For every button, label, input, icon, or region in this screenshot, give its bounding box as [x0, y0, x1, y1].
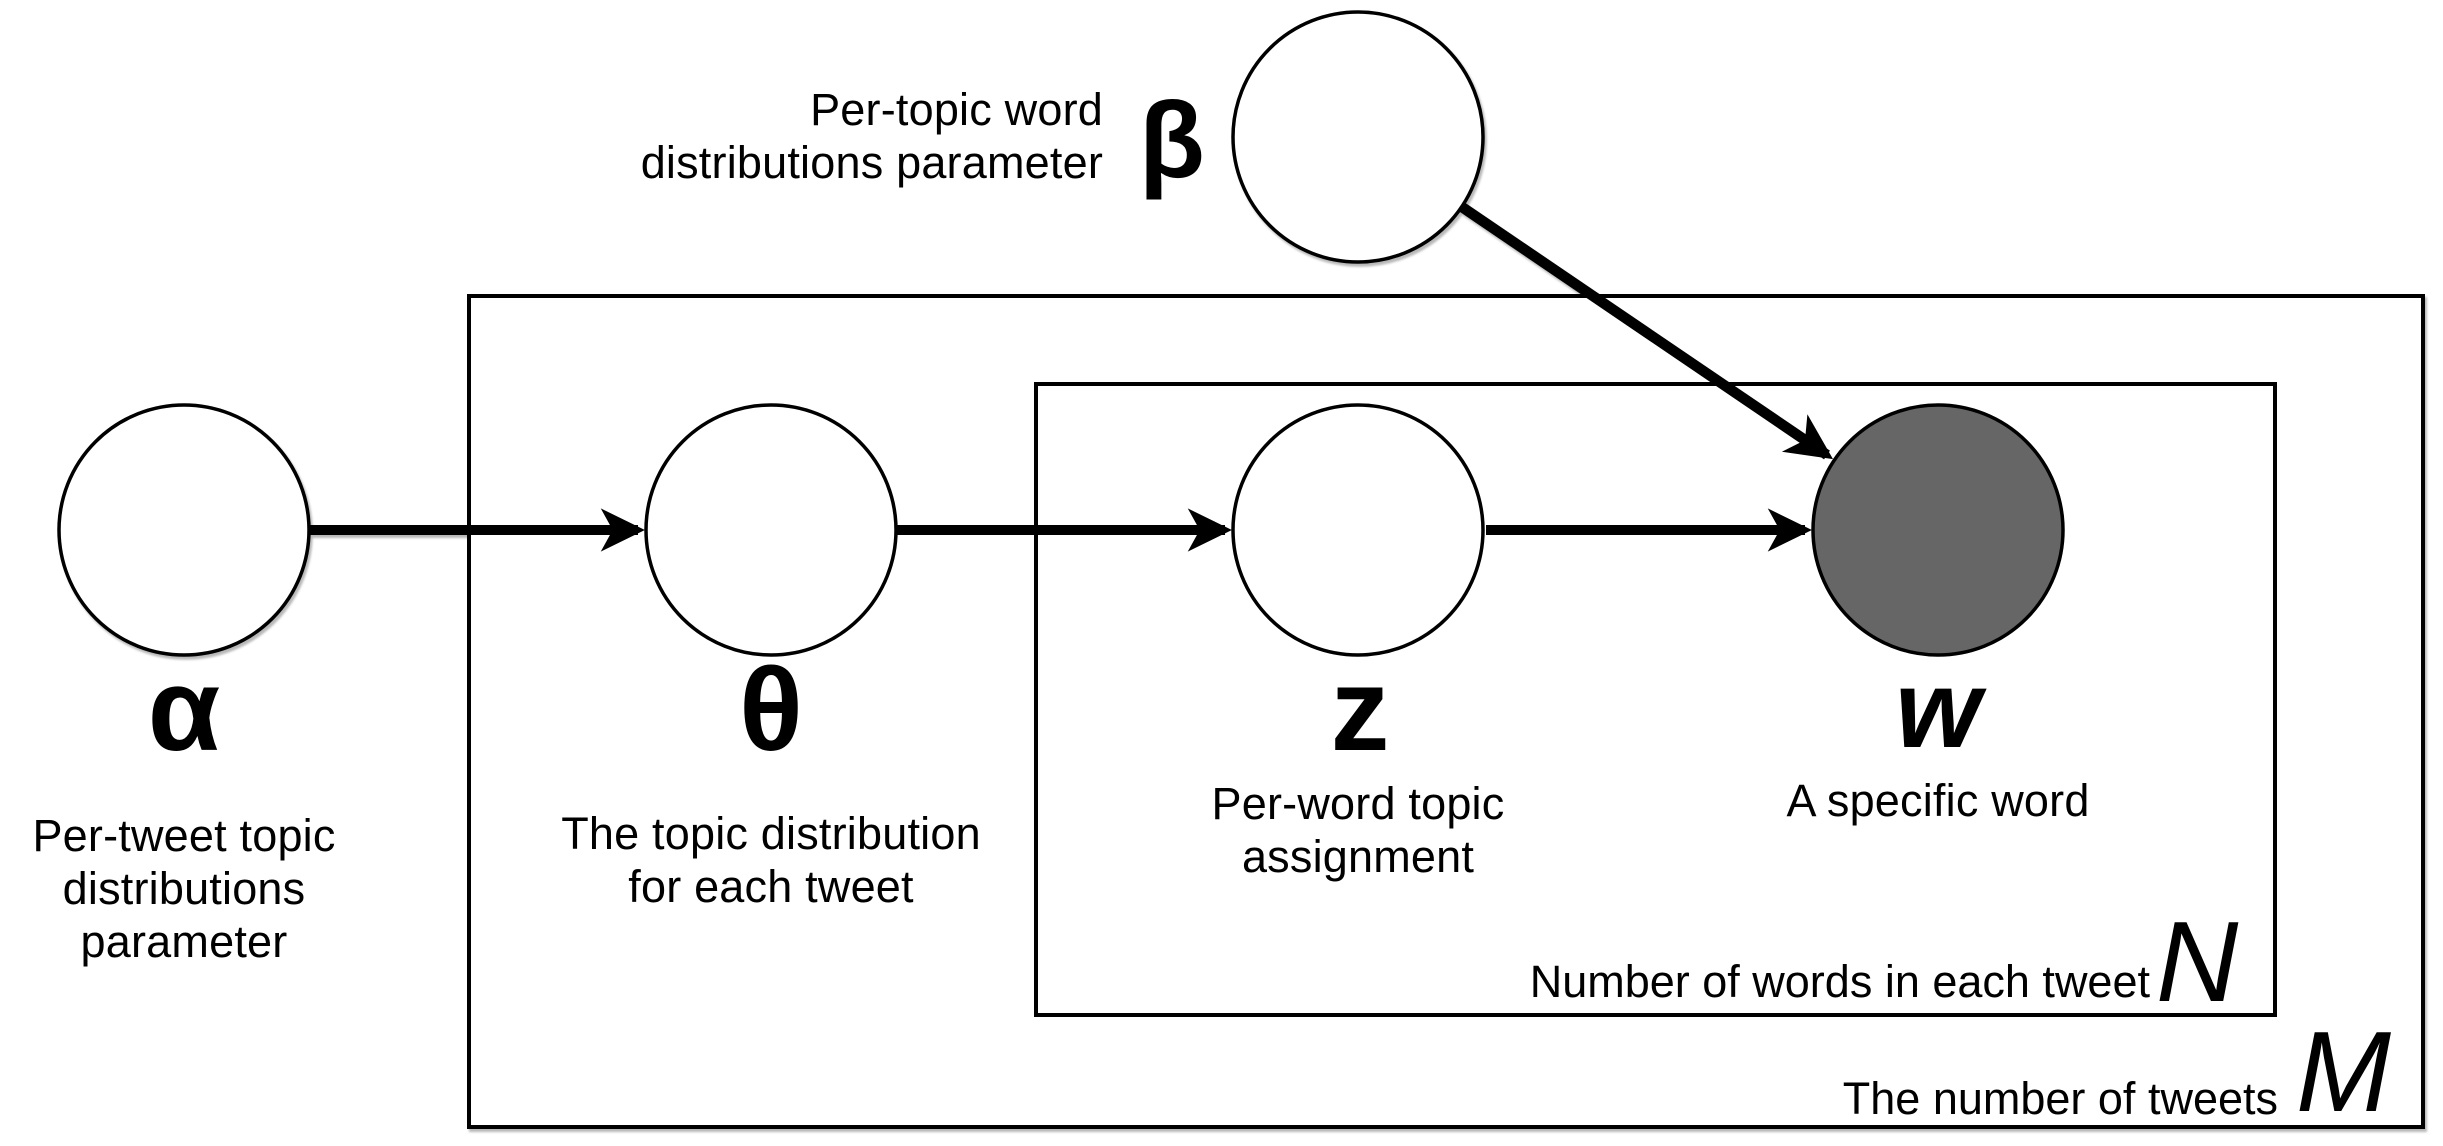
inner-plate-label: Number of words in each tweet	[1529, 956, 2150, 1007]
alpha-symbol: α	[147, 644, 221, 776]
node-circle-w-observed	[1811, 403, 2065, 657]
beta-description-line: Per-topic word	[810, 84, 1103, 135]
w-description: A specific word	[1688, 774, 2188, 827]
beta-description-line: distributions parameter	[640, 137, 1103, 188]
z-symbol: z	[1330, 644, 1390, 776]
outer-plate-symbol-M: M	[2296, 1009, 2391, 1136]
z-description-line: assignment	[1241, 831, 1475, 882]
theta-symbol: θ	[739, 644, 803, 776]
edge-beta-w-arrow	[1459, 202, 1833, 460]
beta-description: Per-topic word distributions parameter	[641, 83, 1103, 189]
node-circle-alpha	[57, 403, 311, 657]
alpha-description-line: distributions	[62, 863, 306, 914]
node-circle-theta	[644, 403, 898, 657]
beta-symbol: β	[1139, 79, 1205, 200]
outer-plate-label: The number of tweets	[1842, 1073, 2278, 1124]
z-description: Per-word topic assignment	[1108, 777, 1608, 883]
theta-description: The topic distribution for each tweet	[511, 807, 1031, 913]
alpha-description: Per-tweet topic distributions parameter	[0, 809, 434, 968]
w-symbol: w	[1895, 648, 1981, 771]
w-description-line: A specific word	[1786, 775, 2090, 826]
alpha-description-line: Per-tweet topic	[32, 810, 336, 861]
inner-plate-symbol-N: N	[2156, 899, 2239, 1026]
theta-description-line: The topic distribution	[561, 808, 981, 859]
inner-plate	[1034, 382, 2277, 1017]
node-circle-z	[1231, 403, 1485, 657]
alpha-description-line: parameter	[80, 916, 288, 967]
node-circle-beta	[1231, 10, 1485, 264]
theta-description-line: for each tweet	[628, 861, 914, 912]
z-description-line: Per-word topic	[1211, 778, 1505, 829]
